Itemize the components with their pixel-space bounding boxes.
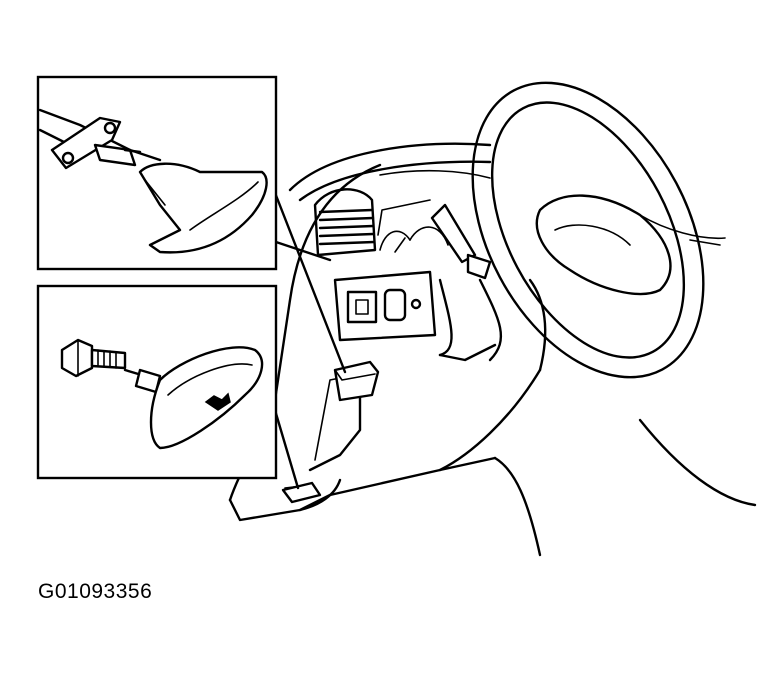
- hood-release-bracket: [50, 116, 122, 170]
- switch-center: [383, 288, 407, 322]
- inset-hood-release: [36, 75, 278, 271]
- hood-release-handle: [333, 360, 380, 402]
- inset-fuel-release: [36, 284, 278, 480]
- fuel-symbol-icon: [204, 392, 231, 411]
- fuel-release-lever: [149, 346, 264, 450]
- steering-column: [430, 203, 503, 362]
- hood-release-lever: [138, 162, 268, 254]
- dashboard-upper-hood: [288, 142, 492, 202]
- figure-id: G01093356: [38, 580, 153, 603]
- air-vent: [313, 188, 377, 257]
- switch-panel: [333, 270, 437, 342]
- fuel-door-release: [281, 481, 322, 504]
- callout-lines: [268, 178, 347, 490]
- turn-signal-stalk: [430, 203, 477, 264]
- door-panel: [638, 239, 757, 507]
- steering-wheel: [471, 81, 726, 379]
- indicator-light: [410, 298, 422, 310]
- switch-left: [346, 290, 378, 324]
- dashboard-lower-panel: [228, 163, 547, 557]
